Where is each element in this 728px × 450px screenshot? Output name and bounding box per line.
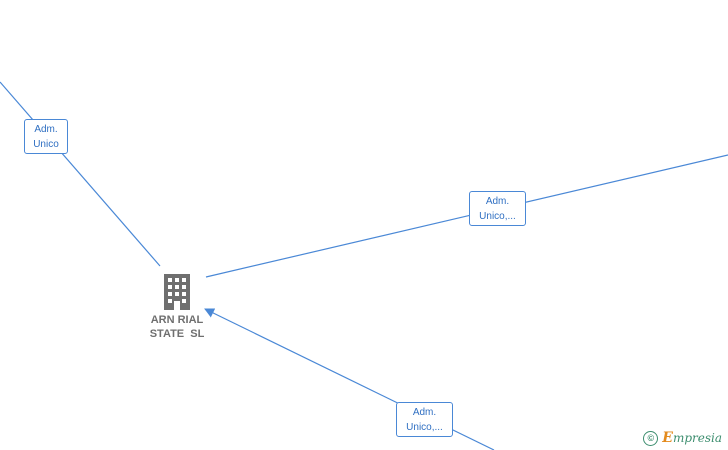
building-icon — [164, 274, 190, 310]
empresia-watermark: © Empresia — [643, 430, 722, 446]
edge-right[interactable] — [205, 154, 728, 278]
edge-label-adm-unico-bottom[interactable]: Adm. Unico,... — [396, 402, 453, 437]
company-name-line-1: ARN RIAL — [150, 314, 204, 326]
edge-top-left[interactable] — [0, 81, 161, 267]
edge-label-detail: Unico,... — [406, 422, 443, 433]
edge-label-detail: Unico,... — [479, 211, 516, 222]
company-name-line-2: STATE SL — [149, 328, 205, 340]
brand-initial: E — [662, 430, 673, 446]
edge-label-adm-unico-right[interactable]: Adm. Unico,... — [469, 191, 526, 226]
brand-logo: Empresia — [662, 430, 722, 446]
edge-label-adm-unico[interactable]: Adm. Unico — [24, 119, 68, 154]
edge-label-detail: Unico — [33, 139, 59, 150]
edge-label-role: Adm. — [485, 196, 510, 207]
edge-label-role: Adm. — [412, 407, 437, 418]
brand-rest: mpresia — [672, 431, 722, 445]
company-node[interactable]: ARN RIAL STATE SL — [137, 274, 217, 341]
copyright-icon: © — [643, 430, 659, 446]
edge-label-role: Adm. — [34, 124, 58, 135]
